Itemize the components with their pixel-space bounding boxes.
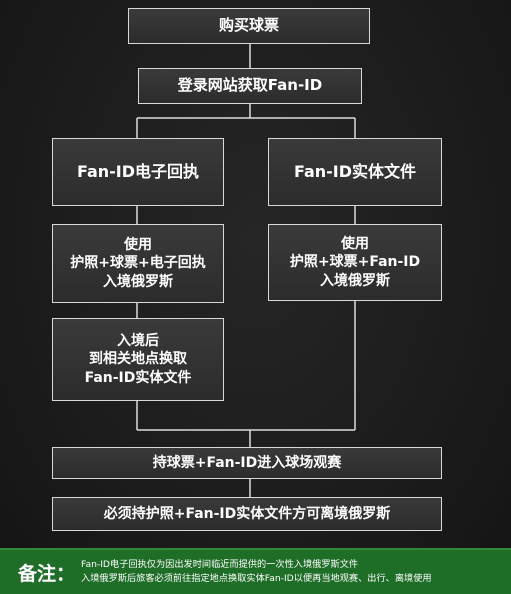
box-right-title: Fan-ID实体文件: [268, 138, 442, 206]
box-enter-stadium-text: 持球票+Fan-ID进入球场观赛: [152, 454, 342, 471]
left-step1-line3: 入境俄罗斯: [103, 273, 173, 290]
note-bar: 备注： Fan-ID电子回执仅为因出发时间临近而提供的一次性入境俄罗斯文件 入境…: [0, 548, 511, 594]
box-register-fan-id: 登录网站获取Fan-ID: [138, 68, 362, 104]
box-left-title-text: Fan-ID电子回执: [76, 161, 200, 181]
box-register-fan-id-text: 登录网站获取Fan-ID: [177, 76, 323, 95]
box-left-step2: 入境后 到相关地点换取 Fan-ID实体文件: [52, 318, 224, 401]
right-step1-line3: 入境俄罗斯: [320, 272, 390, 289]
left-step2-line3: Fan-ID实体文件: [84, 369, 192, 386]
note-label: 备注：: [18, 562, 76, 585]
box-enter-stadium: 持球票+Fan-ID进入球场观赛: [52, 447, 442, 479]
box-exit-rule: 必须持护照+Fan-ID实体文件方可离境俄罗斯: [52, 497, 442, 531]
box-exit-rule-text: 必须持护照+Fan-ID实体文件方可离境俄罗斯: [103, 505, 391, 522]
note-line-2: 入境俄罗斯后旅客必须前往指定地点换取实体Fan-ID以便再当地观赛、出行、离境使…: [81, 573, 432, 584]
box-right-title-text: Fan-ID实体文件: [293, 161, 417, 181]
note-lines: Fan-ID电子回执仅为因出发时间临近而提供的一次性入境俄罗斯文件 入境俄罗斯后…: [81, 558, 432, 587]
box-buy-ticket: 购买球票: [128, 8, 370, 44]
left-step1-line2: 护照+球票+电子回执: [70, 255, 206, 272]
right-step1-line2: 护照+球票+Fan-ID: [289, 254, 421, 271]
right-step1-line1: 使用: [341, 236, 369, 253]
box-buy-ticket-text: 购买球票: [218, 16, 279, 35]
box-left-title: Fan-ID电子回执: [52, 138, 224, 206]
left-step2-line2: 到相关地点换取: [89, 351, 187, 368]
left-step2-line1: 入境后: [117, 333, 159, 350]
box-left-step1: 使用 护照+球票+电子回执 入境俄罗斯: [52, 224, 224, 303]
note-line-1: Fan-ID电子回执仅为因出发时间临近而提供的一次性入境俄罗斯文件: [81, 558, 359, 570]
left-step1-line1: 使用: [124, 237, 152, 254]
box-right-step1: 使用 护照+球票+Fan-ID 入境俄罗斯: [268, 224, 442, 301]
